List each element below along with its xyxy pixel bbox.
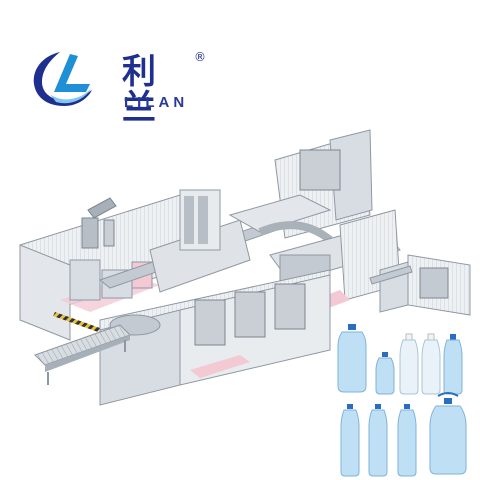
bottle-small-blue: [375, 352, 395, 395]
bottle-lineup: [337, 324, 467, 477]
bottle-row2-1: [340, 404, 360, 477]
bottle-large-blue: [337, 324, 367, 393]
blow-molding-unit: [369, 254, 471, 316]
brand-swoosh-icon: [33, 52, 92, 106]
bottle-tall-white-cap: [399, 333, 419, 395]
brand-name-en: LILAN: [124, 94, 189, 111]
roller-conveyor: [34, 324, 131, 385]
bottle-tall-white-cap-2: [421, 333, 441, 395]
case-packer: [228, 129, 373, 244]
bottle-row2-2: [368, 404, 388, 477]
front-line: [99, 269, 331, 406]
brand-logo: 利兰 ® LILAN: [30, 48, 206, 126]
registered-mark: ®: [194, 50, 206, 64]
bottle-row2-3: [397, 404, 417, 477]
conveyor-line: [98, 189, 302, 293]
bottle-jug-handle: [429, 392, 467, 475]
bottle-tall-blue-cap: [443, 334, 463, 395]
brand-name-cn: 利兰: [122, 52, 158, 128]
palletizer-cell: [19, 194, 181, 341]
